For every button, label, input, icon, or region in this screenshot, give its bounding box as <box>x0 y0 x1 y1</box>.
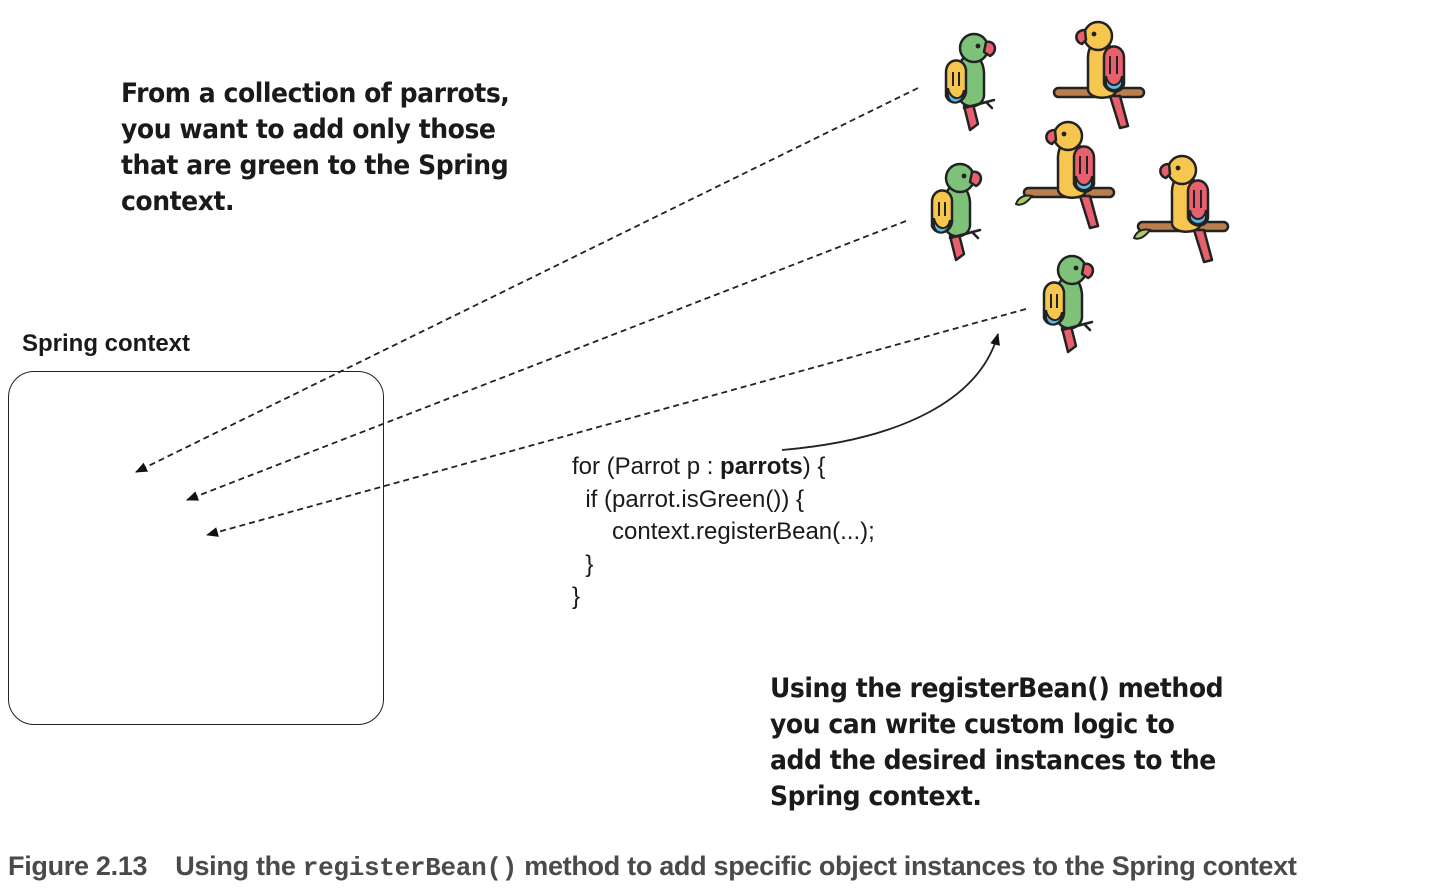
spring-context-box <box>8 371 384 725</box>
code-line-4: } <box>572 550 594 578</box>
code-snippet: for (Parrot p : parrots) { if (parrot.is… <box>572 451 875 614</box>
note-bottom-line: Using the registerBean() method <box>770 673 1224 704</box>
note-top-line: context. <box>121 186 235 217</box>
note-register-bean: Using the registerBean() method you can … <box>770 671 1235 815</box>
code-line-1-post: ) { <box>802 453 826 480</box>
arrow-green-parrot-2 <box>186 220 907 501</box>
note-top-line: that are green to the Spring <box>121 150 509 181</box>
note-bottom-line: Spring context. <box>770 781 982 812</box>
code-line-3: context.registerBean(...); <box>572 518 875 545</box>
note-bottom-line: you can write custom logic to <box>770 709 1175 740</box>
caption-text-pre: Using the <box>175 851 303 881</box>
note-top-line: you want to add only those <box>121 114 496 145</box>
parrot-green-3 <box>1042 254 1095 354</box>
code-line-1-pre: for (Parrot p : <box>572 453 721 480</box>
parrot-yellow-1 <box>1052 20 1146 130</box>
code-line-2: if (parrot.isGreen()) { <box>572 485 805 513</box>
figure-number: Figure 2.13 <box>8 851 148 881</box>
code-line-5: } <box>572 583 581 610</box>
parrot-yellow-3 <box>1132 154 1230 264</box>
note-bottom-line: add the desired instances to the <box>770 745 1216 776</box>
note-top-line: From a collection of parrots, <box>121 78 510 109</box>
caption-text-post: method to add specific object instances … <box>517 851 1297 881</box>
arrow-green-parrot-3 <box>206 308 1027 537</box>
spring-context-label: Spring context <box>22 330 191 357</box>
note-collection-of-parrots: From a collection of parrots, you want t… <box>121 76 530 220</box>
arrow-green-parrot-1 <box>135 87 919 473</box>
parrot-green-2 <box>930 162 983 262</box>
parrot-green-1 <box>944 32 997 132</box>
parrot-yellow-2 <box>1014 120 1116 230</box>
figure-caption: Figure 2.13 Using the registerBean() meth… <box>8 851 1297 883</box>
arrow-code-to-parrot <box>781 333 1000 451</box>
code-line-1: for (Parrot p : parrots) { <box>572 451 875 484</box>
caption-code: registerBean() <box>302 853 518 883</box>
code-line-1-bold: parrots <box>720 453 803 480</box>
